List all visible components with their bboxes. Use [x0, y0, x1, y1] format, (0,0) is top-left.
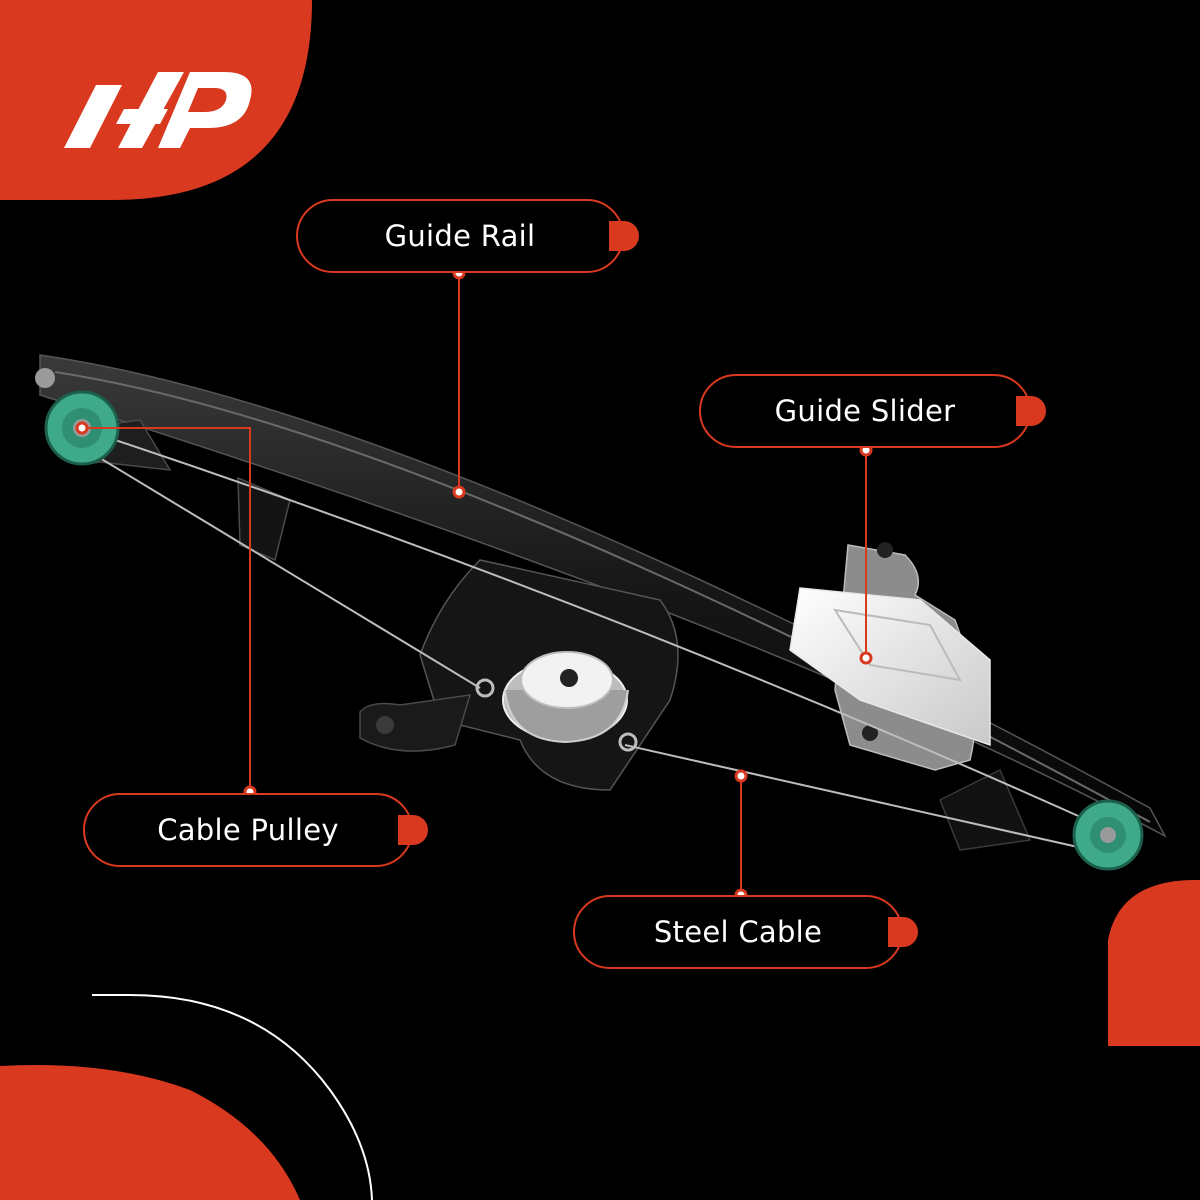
- corner-outline-bottom-left: [92, 994, 373, 1200]
- guide-rail: [39, 354, 1167, 838]
- callout-steel-cable: Steel Cable: [573, 895, 918, 969]
- corner-shape-bottom-left: [0, 1065, 300, 1200]
- steel-cable-line: [84, 429, 1106, 853]
- corner-shape-right: [1108, 879, 1200, 1046]
- guide-slider-part: [789, 542, 991, 771]
- ap-logo-icon: [64, 72, 252, 148]
- cable-drum: [502, 651, 629, 744]
- leader-lines: [82, 273, 867, 895]
- callout-label: Steel Cable: [653, 915, 823, 949]
- cable-pulley-right: [1072, 799, 1144, 871]
- callout-label: Guide Rail: [384, 219, 536, 253]
- callout-tab: [888, 917, 918, 947]
- callout-cable-pulley: Cable Pulley: [83, 793, 428, 867]
- callout-label: Cable Pulley: [157, 813, 339, 847]
- callout-tab: [1016, 396, 1046, 426]
- callout-guide-rail: Guide Rail: [296, 199, 639, 273]
- callout-guide-slider: Guide Slider: [699, 374, 1046, 448]
- callout-tab: [609, 221, 639, 251]
- callout-tab: [398, 815, 428, 845]
- callout-label: Guide Slider: [774, 394, 956, 428]
